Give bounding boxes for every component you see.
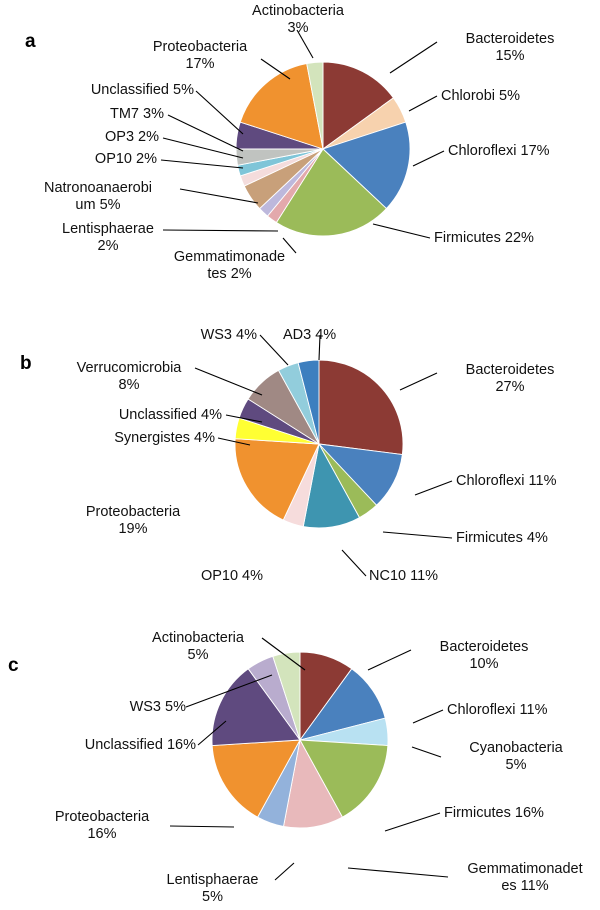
label-gemmatimonadetes-a: Gemmatimonade tes 2% (173, 249, 286, 283)
pie-slice-bacteroidetes (322, 61, 395, 150)
leader-nc10 (341, 549, 367, 577)
label-op10-a: OP10 2% (94, 151, 157, 167)
pie-slice-proteobacteria (211, 739, 301, 818)
pie-chart-c (211, 651, 389, 829)
label-unclassified-b: Unclassified 4% (118, 407, 222, 423)
label-ad3-b: AD3 4% (283, 327, 337, 343)
label-firmicutes-b: Firmicutes 4% (456, 530, 548, 546)
label-proteobacteria-a: Proteobacteria 17% (152, 39, 248, 73)
label-ws3-b: WS3 4% (200, 327, 257, 343)
label-chloroflexi-c: Chloroflexi 11% (447, 702, 548, 718)
label-gemmatimonadetes-c: Gemmatimonadet es 11% (467, 861, 583, 895)
leader-op3 (162, 137, 244, 159)
label-verrucomicrobia-b: Verrucomicrobia 8% (76, 360, 182, 394)
label-firmicutes-a: Firmicutes 22% (434, 230, 534, 246)
pie-slice-chloroflexi (322, 121, 411, 210)
leader-lentisphaerae (274, 862, 295, 881)
leader-op10 (160, 159, 244, 169)
label-lentisphaerae-a: Lentisphaerae 2% (62, 221, 154, 255)
label-chloroflexi-a: Chloroflexi 17% (448, 143, 550, 159)
pie-chart-b (234, 359, 404, 529)
pie-slice-bacteroidetes (318, 359, 404, 456)
panel-b-letter: b (20, 353, 32, 374)
leader-chloroflexi (412, 709, 444, 724)
label-natronoanaerobium-a: Natronoanaerobi um 5% (43, 180, 153, 214)
label-bacteroidetes-c: Bacteroidetes 10% (439, 639, 529, 673)
label-chloroflexi-b: Chloroflexi 11% (456, 473, 557, 489)
label-unclassified-a: Unclassified 5% (90, 82, 194, 98)
label-lentisphaerae-c: Lentisphaerae 5% (166, 872, 259, 906)
label-proteobacteria-c: Proteobacteria 16% (54, 809, 150, 843)
label-nc10-b: NC10 11% (369, 568, 439, 584)
pie-slice-actinobacteria (306, 61, 324, 150)
label-tm7-a: TM7 3% (110, 106, 164, 122)
label-firmicutes-c: Firmicutes 16% (444, 805, 544, 821)
leader-chloroflexi (412, 150, 445, 167)
leader-tm7 (167, 114, 244, 152)
label-ws3-c: WS3 5% (129, 699, 186, 715)
label-bacteroidetes-b: Bacteroidetes 27% (465, 362, 555, 396)
panel-c-letter: c (8, 655, 19, 676)
panel-b: b WS3 4% AD3 4% Verrucomicrobia 8% Uncla… (0, 305, 600, 615)
panel-c: c Actinobacteria 5% WS3 5% Unclassified … (0, 615, 600, 910)
panel-a: a Actinobacteria 3% Proteobacteria 17% U… (0, 0, 600, 305)
label-proteobacteria-b: Proteobacteria 19% (85, 504, 181, 538)
label-synergistes-b: Synergistes 4% (114, 430, 215, 446)
leader-firmicutes (382, 531, 453, 539)
label-op10-b: OP10 4% (200, 568, 264, 584)
label-actinobacteria-c: Actinobacteria 5% (152, 630, 244, 664)
leader-bacteroidetes (399, 372, 438, 391)
leader-cyanobacteria (411, 746, 442, 758)
pie-slice-firmicutes (299, 739, 389, 818)
pie-chart-a (235, 61, 411, 237)
panel-a-letter: a (25, 31, 36, 52)
label-unclassified-c: Unclassified 16% (84, 737, 196, 753)
pie-slice-proteobacteria (234, 438, 320, 521)
label-cyanobacteria-c: Cyanobacteria 5% (469, 740, 563, 774)
leader-firmicutes (384, 812, 441, 832)
label-bacteroidetes-a: Bacteroidetes 15% (465, 31, 555, 65)
label-actinobacteria-a: Actinobacteria 3% (252, 3, 344, 37)
label-chlorobi-a: Chlorobi 5% (441, 88, 520, 104)
leader-chlorobi (408, 95, 438, 112)
label-op3-a: OP3 2% (105, 129, 159, 145)
leader-gemmatimonadetes (347, 867, 449, 878)
leader-chloroflexi (414, 480, 453, 496)
pie-slice-firmicutes (275, 148, 388, 237)
